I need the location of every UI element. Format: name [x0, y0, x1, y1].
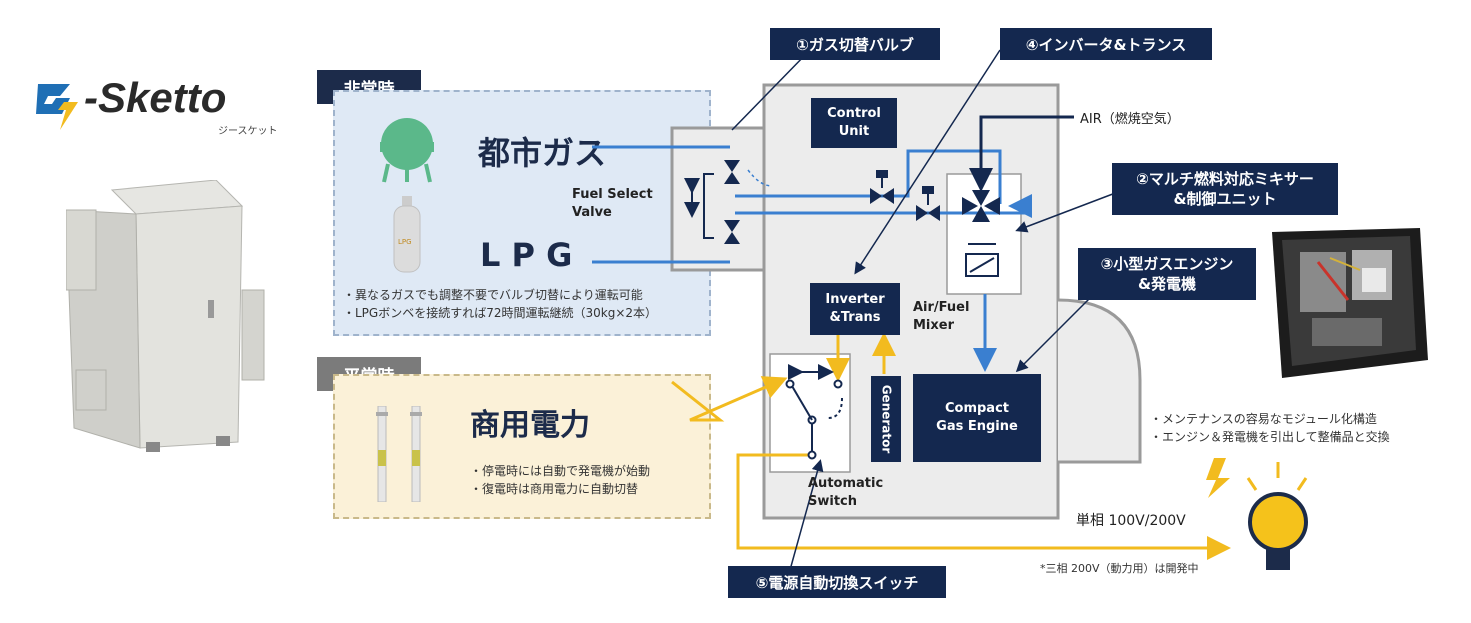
logo-text: -Sketto [84, 74, 227, 121]
logo: -Sketto ジースケット [30, 70, 300, 140]
engine-module-photo [1272, 228, 1428, 378]
callout-mixer-line1: ②マルチ燃料対応ミキサー [1136, 170, 1314, 188]
c2-leader [1015, 191, 1119, 233]
three-phase-footnote: *三相 200V（動力用）は開発中 [1040, 562, 1199, 575]
mixer-symbol [962, 190, 1000, 277]
inverter-line2: &Trans [829, 310, 881, 325]
automatic-switch-label: Automatic Switch [808, 475, 883, 511]
lpg-cylinder-icon [393, 196, 421, 273]
cabinet-illustration [66, 180, 265, 452]
air-label: AIR（燃焼空気） [1080, 112, 1180, 127]
fuel-select-line2: Valve [572, 205, 612, 220]
engine-line2: Gas Engine [936, 419, 1018, 434]
maintenance-note-2: ・エンジン＆発電機を引出して整備品と交換 [1150, 430, 1390, 444]
commercial-power-line [671, 376, 788, 422]
c1-leader [731, 49, 811, 131]
normal-zone [333, 374, 711, 519]
fuel-valve-symbols [724, 160, 940, 244]
switch-line1: Automatic [808, 476, 884, 491]
callout-gas-valve: ①ガス切替バルブ [770, 28, 940, 60]
fuel-select-line1: Fuel Select [572, 187, 653, 202]
maintenance-note-1: ・メンテナンスの容易なモジュール化構造 [1150, 412, 1377, 426]
normal-note-2: ・復電時は商用電力に自動切替 [470, 482, 639, 496]
power-pole-icon [376, 406, 422, 502]
maintenance-notes: ・メンテナンスの容易なモジュール化構造 ・エンジン＆発電機を引出して整備品と交換 [1150, 410, 1390, 446]
valve-to-mixer-line-1 [735, 149, 1002, 204]
control-unit-line1: Control [827, 106, 881, 121]
voltage-label: 単相 100V/200V [1076, 513, 1186, 529]
commercial-power-label: 商用電力 [470, 408, 590, 443]
switch-symbol [785, 364, 843, 460]
logo-subtext: ジースケット [218, 126, 278, 137]
callout-engine-line2: &発電機 [1137, 275, 1197, 293]
emergency-notes: ・異なるガスでも調整不要でバルブ切替により運転可能 ・LPGボンベを接続すれば7… [343, 286, 657, 322]
callout-switch: ⑤電源自動切換スイッチ [728, 566, 946, 598]
generator-label: Generator [879, 384, 893, 454]
callout-engine-line1: ③小型ガスエンジン [1100, 255, 1234, 273]
inverter-line1: Inverter [825, 292, 885, 307]
control-unit-line2: Unit [838, 124, 870, 139]
c5-leader [789, 459, 824, 571]
inverter-box: Inverter&Trans [810, 283, 900, 335]
callout-mixer: ②マルチ燃料対応ミキサー &制御ユニット [1112, 163, 1338, 215]
air-line [969, 115, 1074, 192]
output-power-line [736, 453, 1231, 560]
mixer-line1: Air/Fuel [913, 300, 970, 315]
valve-to-mixer-line-2 [735, 194, 1032, 218]
city-gas-label: 都市ガス [478, 134, 607, 172]
light-bulb-icon [1206, 458, 1308, 570]
normal-note-1: ・停電時には自動で発電機が始動 [470, 464, 651, 478]
lpg-cylinder-label: LPG [398, 238, 412, 246]
callout-engine: ③小型ガスエンジン &発電機 [1078, 248, 1256, 300]
lpg-label: L P G [480, 236, 573, 274]
emergency-note-2: ・LPGボンベを接続すれば72時間運転継続（30kg×2本） [343, 306, 658, 320]
callout-inverter: ④インバータ&トランス [1000, 28, 1212, 60]
fuel-select-valve-label: Fuel Select Valve [572, 186, 653, 222]
logo-mark-icon [36, 84, 78, 130]
mixer-label: Air/Fuel Mixer [913, 299, 969, 335]
gas-tank-icon [380, 118, 434, 183]
callout-mixer-line2: &制御ユニット [1173, 190, 1277, 208]
emergency-note-1: ・異なるガスでも調整不要でバルブ切替により運転可能 [343, 288, 643, 302]
c4-leader [854, 49, 1001, 275]
mixer-line2: Mixer [913, 318, 955, 333]
engine-line1: Compact [944, 401, 1010, 416]
switch-line2: Switch [808, 494, 858, 509]
generator-box: Generator [871, 376, 901, 462]
normal-notes: ・停電時には自動で発電機が始動 ・復電時は商用電力に自動切替 [470, 462, 650, 498]
